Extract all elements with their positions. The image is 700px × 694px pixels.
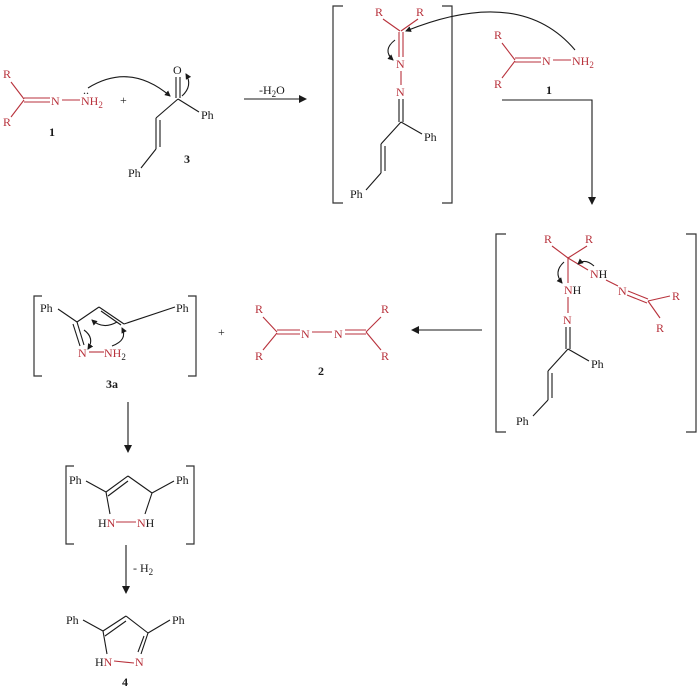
- intermediate-pyrazoline: Ph Ph HN NH: [65, 465, 195, 545]
- svg-text:N: N: [563, 313, 572, 327]
- arrow-to-adduct: [502, 99, 596, 205]
- svg-text:R: R: [255, 349, 263, 363]
- svg-text:NH: NH: [564, 283, 582, 297]
- dehydrogenation-arrow: - H2: [122, 545, 153, 594]
- nh2-group: NH2: [81, 94, 103, 110]
- plus-sign-2: +: [218, 325, 225, 339]
- svg-text:R: R: [381, 302, 389, 316]
- svg-text:Ph: Ph: [350, 187, 363, 201]
- svg-text:HN: HN: [95, 655, 113, 669]
- svg-text:Ph: Ph: [176, 301, 189, 315]
- svg-text:R: R: [494, 77, 502, 91]
- curved-arrow-attack: [87, 76, 171, 97]
- compound-2-azine: R R N N R R 2: [255, 302, 389, 378]
- svg-text:Ph: Ph: [40, 301, 53, 315]
- svg-text:R: R: [585, 232, 593, 246]
- compound-3-chalcone: O Ph Ph 3: [128, 63, 214, 180]
- label-2: 2: [318, 364, 324, 378]
- svg-text:R: R: [544, 232, 552, 246]
- svg-text:Ph: Ph: [176, 473, 189, 487]
- svg-text:Ph: Ph: [201, 108, 214, 122]
- svg-text:NH2: NH2: [104, 346, 126, 362]
- curved-arrow-second-attack: [405, 11, 576, 51]
- svg-text:NH: NH: [137, 516, 155, 530]
- label-3: 3: [184, 152, 190, 166]
- svg-text:Ph: Ph: [591, 357, 604, 371]
- svg-text:Ph: Ph: [172, 613, 185, 627]
- label-1: 1: [49, 125, 55, 139]
- svg-text:R: R: [494, 28, 502, 42]
- intermediate-hydrazone-azadiene: R R N N Ph Ph: [332, 5, 453, 204]
- svg-text:R: R: [3, 115, 11, 129]
- svg-text:Ph: Ph: [66, 613, 79, 627]
- svg-text:N: N: [301, 327, 310, 341]
- svg-text:Ph: Ph: [424, 130, 437, 144]
- svg-text:HN: HN: [98, 516, 116, 530]
- svg-text:O: O: [173, 63, 182, 77]
- compound-1-hydrazone: R R N NH2 .. 1: [3, 67, 103, 139]
- svg-text:R: R: [672, 289, 680, 303]
- svg-text:N: N: [396, 57, 405, 71]
- svg-text:N: N: [396, 85, 405, 99]
- svg-text:N: N: [542, 54, 551, 68]
- dehydration-arrow: -H2O: [244, 83, 307, 103]
- label-3a: 3a: [106, 377, 118, 391]
- svg-text:R: R: [255, 302, 263, 316]
- svg-text:..: ..: [83, 83, 89, 97]
- compound-4-pyrazole: Ph Ph HN N 4: [66, 613, 185, 689]
- condition-minus-water: -H2O: [259, 83, 285, 99]
- svg-text:NH: NH: [590, 267, 608, 281]
- svg-text:N: N: [51, 94, 60, 108]
- svg-text:R: R: [381, 349, 389, 363]
- svg-text:Ph: Ph: [69, 473, 82, 487]
- intermediate-aminal-adduct: R R NH N R R NH N Ph Ph: [495, 232, 697, 433]
- condition-minus-h2: - H2: [133, 561, 153, 577]
- svg-text:R: R: [375, 5, 383, 19]
- svg-text:N: N: [334, 327, 343, 341]
- svg-text:N: N: [618, 284, 627, 298]
- intermediate-3a: Ph Ph N NH2 3a: [33, 295, 197, 391]
- svg-text:N: N: [78, 346, 87, 360]
- label-1-second: 1: [546, 83, 552, 97]
- svg-text:Ph: Ph: [128, 166, 141, 180]
- svg-text:NH2: NH2: [572, 54, 594, 70]
- svg-text:N: N: [135, 655, 144, 669]
- svg-text:Ph: Ph: [516, 414, 529, 428]
- svg-text:R: R: [656, 321, 664, 335]
- svg-text:R: R: [3, 67, 11, 81]
- plus-sign: +: [120, 93, 127, 107]
- svg-text:R: R: [416, 5, 424, 19]
- compound-1-second: R R N NH2 1: [494, 28, 594, 97]
- label-4: 4: [122, 675, 128, 689]
